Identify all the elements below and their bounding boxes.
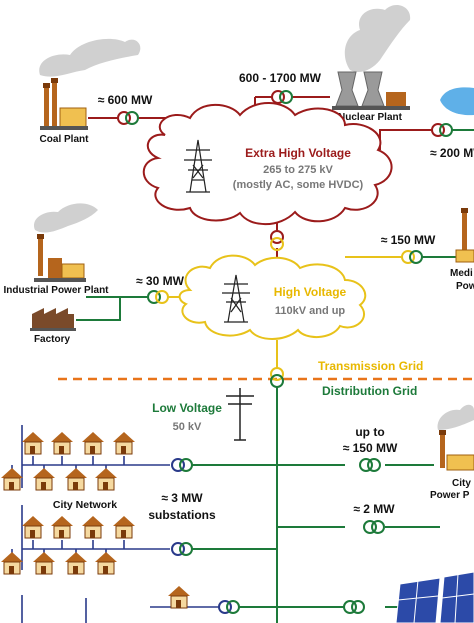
substations-label: substations [148, 508, 216, 522]
factory-label: Factory [34, 334, 71, 345]
house-icon [65, 552, 87, 575]
city-power-plant-icon [439, 430, 474, 471]
distribution-lines [192, 387, 440, 623]
ehv-note: (mostly AC, some HVDC) [233, 179, 364, 191]
ehv-cloud [142, 102, 393, 226]
low-voltage-pole-icon [226, 388, 254, 441]
house-icon [65, 468, 87, 491]
nuclear-smoke [344, 5, 411, 72]
distribution-grid-label: Distribution Grid [322, 384, 417, 398]
nuclear-plant-icon [332, 71, 410, 110]
city-power-plant-power-1: up to [355, 425, 384, 439]
ehv-title: Extra High Voltage [245, 146, 351, 160]
house-icon [168, 586, 190, 609]
house-icon [51, 516, 73, 539]
city-transformer-bottom [171, 542, 193, 556]
coal-plant-power: ≈ 600 MW [98, 93, 153, 107]
city-power-plant-power-2: ≈ 150 MW [343, 441, 398, 455]
nuclear-plant-power: 600 - 1700 MW [239, 71, 322, 85]
house-icon [82, 432, 104, 455]
city-network-label: City Network [53, 499, 117, 511]
medium-plant-label-2: Pow [456, 281, 474, 292]
house-icon [33, 468, 55, 491]
medium-plant-transformer [401, 250, 423, 264]
house-icon [113, 432, 135, 455]
medium-plant-power: ≈ 150 MW [381, 233, 436, 247]
house-icon [1, 552, 23, 575]
ehv-range: 265 to 275 kV [263, 164, 333, 176]
ehv-pylon-icon [184, 139, 212, 193]
house-icon [113, 516, 135, 539]
coal-plant-icon [40, 78, 88, 130]
city-transformer-top [171, 458, 193, 472]
hv-distribution-transformer [270, 367, 284, 388]
solar-power: ≈ 2 MW [353, 502, 395, 516]
ehv-hv-transformer [270, 230, 284, 251]
house-icon [95, 468, 117, 491]
industrial-transformer [147, 290, 169, 304]
hv-title: High Voltage [274, 285, 347, 299]
nuclear-transformer [271, 90, 293, 104]
solar-panel-icon [395, 571, 474, 623]
house-icon [22, 516, 44, 539]
industrial-smoke [34, 203, 98, 233]
medium-plant-label-1: Medi [450, 268, 473, 279]
house-icon [33, 552, 55, 575]
city-power-plant-label-2: Power P [430, 490, 470, 501]
house-icon [82, 516, 104, 539]
hv-pylon-icon [222, 274, 250, 323]
industrial-green-lines [76, 296, 148, 321]
city-plant-smoke [437, 404, 474, 430]
coal-transformer [117, 111, 139, 125]
right-top-transformer [431, 123, 453, 137]
coal-smoke [39, 38, 141, 77]
transmission-grid-label: Transmission Grid [318, 359, 423, 373]
city-houses [1, 432, 190, 609]
city-substation-transformer [359, 458, 381, 472]
nuclear-plant-label: Nuclear Plant [338, 112, 403, 123]
house-icon [22, 432, 44, 455]
solar-transformer [363, 520, 385, 534]
house-icon [51, 432, 73, 455]
hv-range: 110kV and up [275, 305, 346, 317]
house-transformer [218, 600, 240, 614]
hv-lines [276, 256, 402, 368]
medium-plant-icon [455, 208, 474, 263]
factory-icon [30, 308, 76, 331]
low-voltage-value: 50 kV [173, 421, 202, 433]
industrial-power: ≈ 30 MW [136, 274, 185, 288]
hv-cloud [178, 254, 367, 340]
coal-plant-label: Coal Plant [40, 134, 90, 145]
right-top-power: ≈ 200 MW [430, 146, 474, 160]
industrial-plant-label: Industrial Power Plant [3, 285, 109, 296]
bottom-transformer [343, 600, 365, 614]
industrial-plant-icon [34, 234, 86, 282]
house-icon [95, 552, 117, 575]
house-icon [1, 468, 23, 491]
substations-power: ≈ 3 MW [161, 491, 203, 505]
medium-plant-cloud [440, 87, 474, 116]
low-voltage-title: Low Voltage [152, 401, 222, 415]
city-power-plant-label-1: City [452, 478, 471, 489]
